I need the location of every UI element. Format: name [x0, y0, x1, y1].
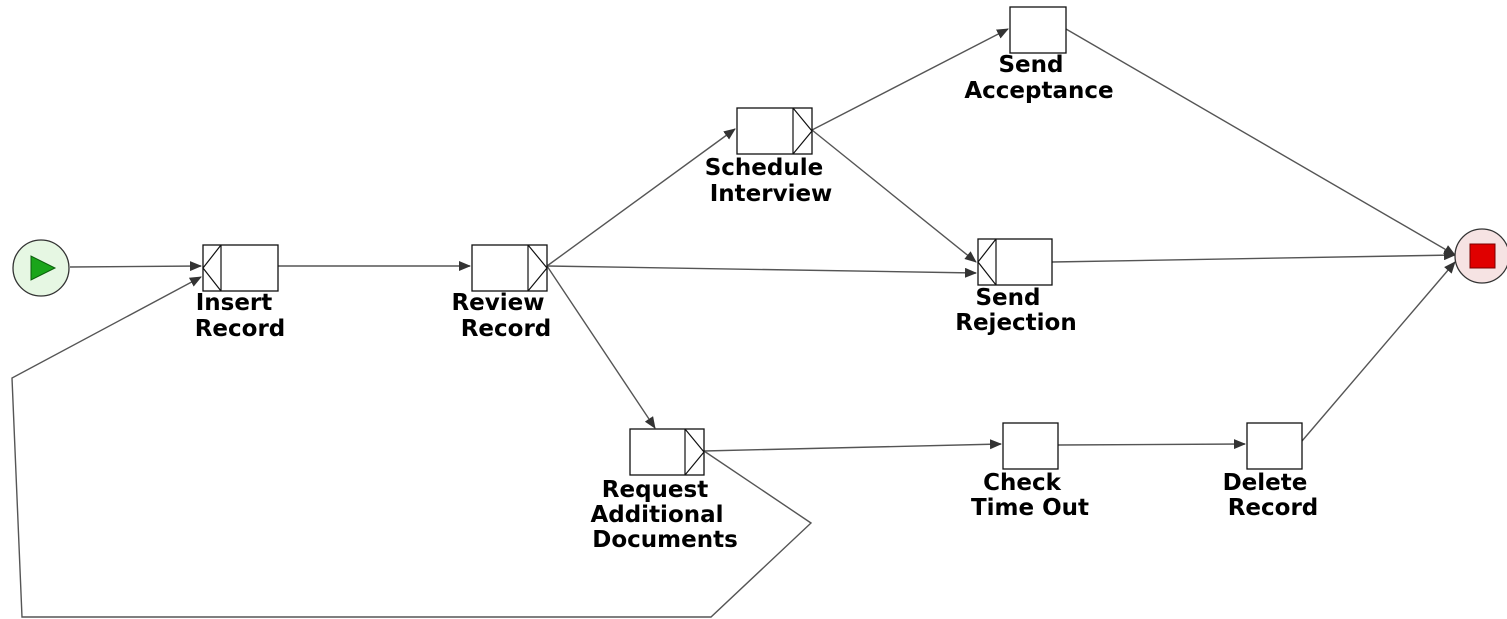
label-line: Documents — [592, 527, 738, 553]
label-line: Acceptance — [964, 78, 1113, 104]
start-event[interactable] — [12, 239, 70, 297]
label-line: Schedule — [705, 155, 824, 181]
play-icon — [30, 255, 57, 281]
edges — [11, 28, 1456, 618]
task-box — [977, 238, 1053, 286]
task-send-rejection[interactable]: Send Rejection — [955, 238, 1077, 336]
task-box — [1009, 6, 1067, 54]
task-label: Insert Record — [195, 290, 286, 342]
task-check-time-out[interactable]: Check Time Out — [971, 422, 1089, 521]
split-gateway-icon — [792, 107, 813, 155]
edge-schedule-interview-to-send-acceptance[interactable] — [811, 28, 1009, 131]
label-line: Insert — [196, 290, 273, 316]
edge-check-time-out-to-delete-record[interactable] — [1057, 439, 1246, 450]
edge-send-rejection-to-end[interactable] — [1051, 250, 1456, 263]
task-label: Schedule Interview — [705, 155, 833, 207]
task-schedule-interview[interactable]: Schedule Interview — [705, 107, 833, 207]
task-label: Send Rejection — [955, 285, 1076, 336]
task-box — [202, 244, 279, 292]
label-line: Review — [451, 290, 544, 316]
edge-start-to-insert-record[interactable] — [69, 261, 202, 272]
task-box — [1002, 422, 1059, 470]
split-gateway-icon — [527, 244, 548, 292]
task-label: Send Acceptance — [964, 52, 1113, 104]
label-line: Additional — [590, 502, 723, 528]
join-gateway-icon — [977, 238, 997, 286]
stop-icon — [1469, 243, 1496, 269]
label-line: Delete — [1223, 470, 1308, 496]
edge-send-acceptance-to-end[interactable] — [1065, 28, 1456, 256]
task-label: Check Time Out — [971, 470, 1089, 521]
task-send-acceptance[interactable]: Send Acceptance — [964, 6, 1114, 104]
split-gateway-icon — [684, 428, 705, 476]
edge-request-additional-documents-to-check-time-out[interactable] — [703, 439, 1002, 452]
task-insert-record[interactable]: Insert Record — [195, 244, 286, 342]
label-line: Record — [195, 316, 286, 342]
task-review-record[interactable]: Review Record — [451, 244, 552, 342]
edge-review-record-to-send-rejection[interactable] — [546, 265, 977, 278]
task-box — [736, 107, 813, 155]
label-line: Send — [998, 52, 1063, 78]
label-line: Record — [1228, 495, 1319, 521]
edge-request-additional-documents-loop-to-insert-record[interactable] — [11, 276, 813, 618]
edge-delete-record-to-end[interactable] — [1301, 261, 1456, 442]
label-line: Interview — [710, 181, 833, 207]
task-label: Delete Record — [1223, 470, 1319, 521]
label-line: Time Out — [971, 495, 1089, 521]
task-delete-record[interactable]: Delete Record — [1223, 422, 1319, 521]
label-line: Check — [983, 470, 1061, 496]
join-gateway-icon — [202, 244, 222, 292]
edge-schedule-interview-to-send-rejection[interactable] — [811, 129, 977, 263]
label-line: Request — [602, 477, 708, 503]
task-label: Request Additional Documents — [590, 477, 737, 553]
task-request-additional-documents[interactable]: Request Additional Documents — [590, 428, 738, 553]
label-line: Record — [461, 316, 552, 342]
edge-review-record-to-schedule-interview[interactable] — [546, 128, 736, 267]
task-box — [1246, 422, 1303, 470]
task-box — [629, 428, 705, 476]
edge-review-record-to-request-additional-documents[interactable] — [546, 265, 656, 429]
task-box — [471, 244, 548, 292]
end-event[interactable] — [1454, 228, 1507, 284]
label-line: Rejection — [955, 310, 1076, 336]
task-label: Review Record — [451, 290, 552, 342]
label-line: Send — [975, 285, 1040, 311]
